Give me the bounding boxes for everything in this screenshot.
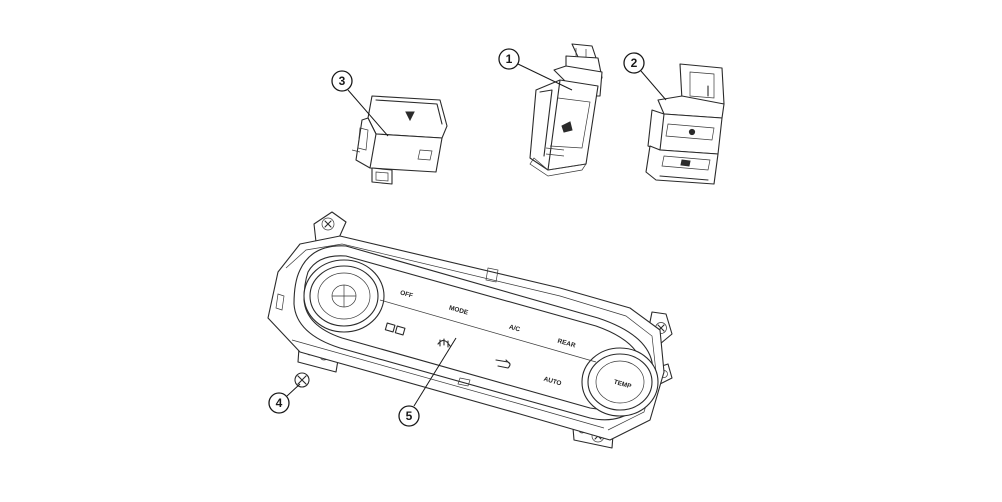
part-screw [294, 372, 310, 388]
callout-4-number: 4 [276, 396, 283, 410]
label-rear: REAR [557, 338, 577, 350]
mode-switch-icon [561, 121, 573, 133]
recirculation-icon [495, 359, 511, 369]
parking-button-icon [680, 159, 691, 167]
label-ac: A/C [508, 324, 521, 334]
rear-defrost-icon [384, 322, 406, 336]
part-esc-switch [645, 63, 725, 185]
part-climate-control-panel: OFF MODE A/C REAR AUTO TEMP [267, 211, 673, 449]
callout-3: 3 [331, 70, 389, 137]
esc-button-icon [688, 128, 696, 136]
callout-5: 5 [398, 337, 457, 427]
mount-ear-top-left [313, 211, 347, 243]
callout-1: 1 [498, 48, 573, 91]
knob-right-temp [581, 347, 659, 417]
callout-2: 2 [623, 52, 667, 101]
callout-3-number: 3 [339, 74, 346, 88]
label-auto: AUTO [543, 376, 563, 388]
callout-5-number: 5 [406, 409, 413, 423]
callout-2-number: 2 [631, 56, 638, 70]
label-off: OFF [399, 289, 413, 299]
knob-left [303, 259, 385, 333]
part-drive-mode-switch [529, 43, 603, 177]
label-temp: TEMP [613, 379, 633, 391]
callout-1-number: 1 [506, 52, 513, 66]
callout-4: 4 [268, 383, 301, 414]
hazard-triangle-icon [405, 111, 415, 122]
part-hazard-switch [351, 95, 448, 185]
screw-head-icon [324, 220, 332, 228]
front-defrost-icon [437, 338, 451, 348]
